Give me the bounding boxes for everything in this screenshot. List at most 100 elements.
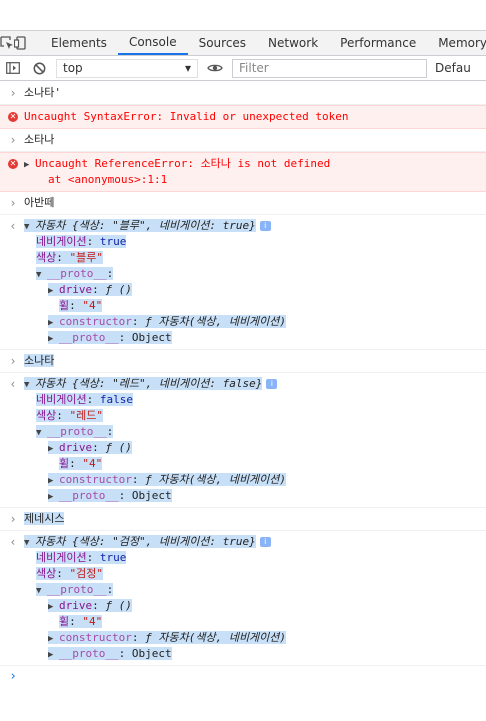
object-preview[interactable]: ▼자동차 {색상: "레드", 네비게이션: false}i [24,376,486,392]
log-levels-dropdown[interactable]: Defau [435,61,471,75]
property-row: 색상: "블루" [36,251,103,264]
command-text: 소나타 [24,354,55,367]
property-key: 휠 [59,299,70,312]
collapse-triangle-icon[interactable]: ▼ [24,222,30,232]
command-text: 아반떼 [24,196,55,209]
property-value: "4" [82,615,103,628]
property-key: constructor [59,473,132,486]
property-row[interactable]: ▶constructor: ƒ 자동차(색상, 네비게이션) [24,472,486,488]
expand-triangle-icon[interactable]: ▶ [48,286,54,296]
error-text: Uncaught ReferenceError: 소타나 is not defi… [35,157,331,170]
proto-row[interactable]: ▼__proto__: [24,424,486,440]
expand-triangle-icon[interactable]: ▶ [48,634,54,644]
console-prompt[interactable]: › [0,666,486,688]
live-expression-eye-icon[interactable] [202,56,228,80]
object-preview[interactable]: ▼자동차 {색상: "검정", 네비게이션: true}i [24,534,486,550]
property-row[interactable]: ▶__proto__: Object [24,330,486,346]
expand-triangle-icon[interactable]: ▶ [48,444,54,454]
device-toolbar-icon[interactable] [14,31,28,55]
property-key: 색상 [36,251,57,264]
filter-input[interactable]: Filter [232,58,427,78]
console-result-entry: ‹ ▼자동차 {색상: "검정", 네비게이션: true}i 네비게이션: t… [0,531,486,666]
property-value: ƒ () [105,283,132,296]
property-key: 휠 [59,615,70,628]
console-input-entry: › 소나타' [0,82,486,105]
tab-sources[interactable]: Sources [198,36,247,50]
collapse-triangle-icon[interactable]: ▼ [24,538,30,548]
result-chevron-icon: ‹ [9,377,17,391]
property-value: "레드" [69,409,104,422]
proto-row[interactable]: ▼__proto__: [24,266,486,282]
property-key: __proto__ [47,583,107,596]
tab-network[interactable]: Network [268,36,319,50]
tab-performance[interactable]: Performance [340,36,417,50]
console-filterbar: top ▾ Filter Defau [0,56,486,81]
tab-elements[interactable]: Elements [51,36,107,50]
console-input-entry: › 제네시스 [0,508,486,531]
console-error-entry: ✕ Uncaught SyntaxError: Invalid or unexp… [0,105,486,129]
property-row[interactable]: ▶__proto__: Object [24,646,486,662]
info-icon[interactable]: i [259,221,271,231]
property-value: true [99,235,127,248]
property-row[interactable]: ▶__proto__: Object [24,488,486,504]
info-icon[interactable]: i [266,379,278,389]
console-input-entry: › 소나타 [0,350,486,373]
property-row[interactable]: ▶drive: ƒ () [24,282,486,298]
property-row[interactable]: ▶drive: ƒ () [24,440,486,456]
collapse-triangle-icon[interactable]: ▼ [36,270,42,280]
property-key: 네비게이션 [36,393,87,406]
info-icon[interactable]: i [259,537,271,547]
prompt-chevron-icon: › [9,512,17,526]
property-value: ƒ () [105,441,132,454]
console-input-entry: › 아반떼 [0,192,486,215]
object-summary: {색상: "검정", 네비게이션: true} [72,535,256,548]
prompt-chevron-icon: › [9,133,17,147]
collapse-triangle-icon[interactable]: ▼ [24,380,30,390]
property-value: "검정" [69,567,104,580]
inspect-element-icon[interactable] [0,31,14,55]
expand-triangle-icon[interactable]: ▶ [48,602,54,612]
error-line[interactable]: ▶ Uncaught ReferenceError: 소타나 is not def… [24,156,486,172]
property-value: true [99,551,127,564]
property-value: ƒ 자동차(색상, 네비게이션) [145,315,287,328]
context-selector[interactable]: top ▾ [56,58,198,78]
command-text: 제네시스 [24,512,65,525]
property-row: 휠: "4" [59,457,103,470]
tab-console[interactable]: Console [117,31,188,55]
property-row: 네비게이션: false [36,393,133,406]
expand-triangle-icon[interactable]: ▶ [24,160,30,170]
property-key: 네비게이션 [36,551,87,564]
prompt-chevron-icon: › [9,354,17,368]
property-row[interactable]: ▶constructor: ƒ 자동차(색상, 네비게이션) [24,630,486,646]
expand-triangle-icon[interactable]: ▶ [48,492,54,502]
sidebar-toggle-icon[interactable] [0,56,26,80]
expand-triangle-icon[interactable]: ▶ [48,318,54,328]
property-key: __proto__ [47,267,107,280]
collapse-triangle-icon[interactable]: ▼ [36,428,42,438]
error-icon: ✕ [8,159,18,169]
property-row[interactable]: ▶constructor: ƒ 자동차(색상, 네비게이션) [24,314,486,330]
property-row[interactable]: ▶drive: ƒ () [24,598,486,614]
object-preview[interactable]: ▼자동차 {색상: "블루", 네비게이션: true}i [24,218,486,234]
expand-triangle-icon[interactable]: ▶ [48,650,54,660]
property-value: false [99,393,133,406]
expand-triangle-icon[interactable]: ▶ [48,476,54,486]
object-summary: {색상: "블루", 네비게이션: true} [72,219,256,232]
clear-console-icon[interactable] [26,56,52,80]
input-chevron-icon: › [9,669,17,684]
proto-row[interactable]: ▼__proto__: [24,582,486,598]
console-error-entry: ✕ ▶ Uncaught ReferenceError: 소타나 is not d… [0,152,486,192]
property-key: constructor [59,631,132,644]
property-value: Object [131,489,172,502]
tab-memory[interactable]: Memory [438,36,486,50]
expand-triangle-icon[interactable]: ▶ [48,334,54,344]
result-chevron-icon: ‹ [9,535,17,549]
console-result-entry: ‹ ▼자동차 {색상: "레드", 네비게이션: false}i 네비게이션: … [0,373,486,508]
property-key: drive [59,599,93,612]
property-key: 휠 [59,457,70,470]
property-row: 휠: "4" [59,615,103,628]
collapse-triangle-icon[interactable]: ▼ [36,586,42,596]
console-input[interactable] [24,669,486,685]
prompt-chevron-icon: › [9,86,17,100]
property-row: 색상: "레드" [36,409,104,422]
